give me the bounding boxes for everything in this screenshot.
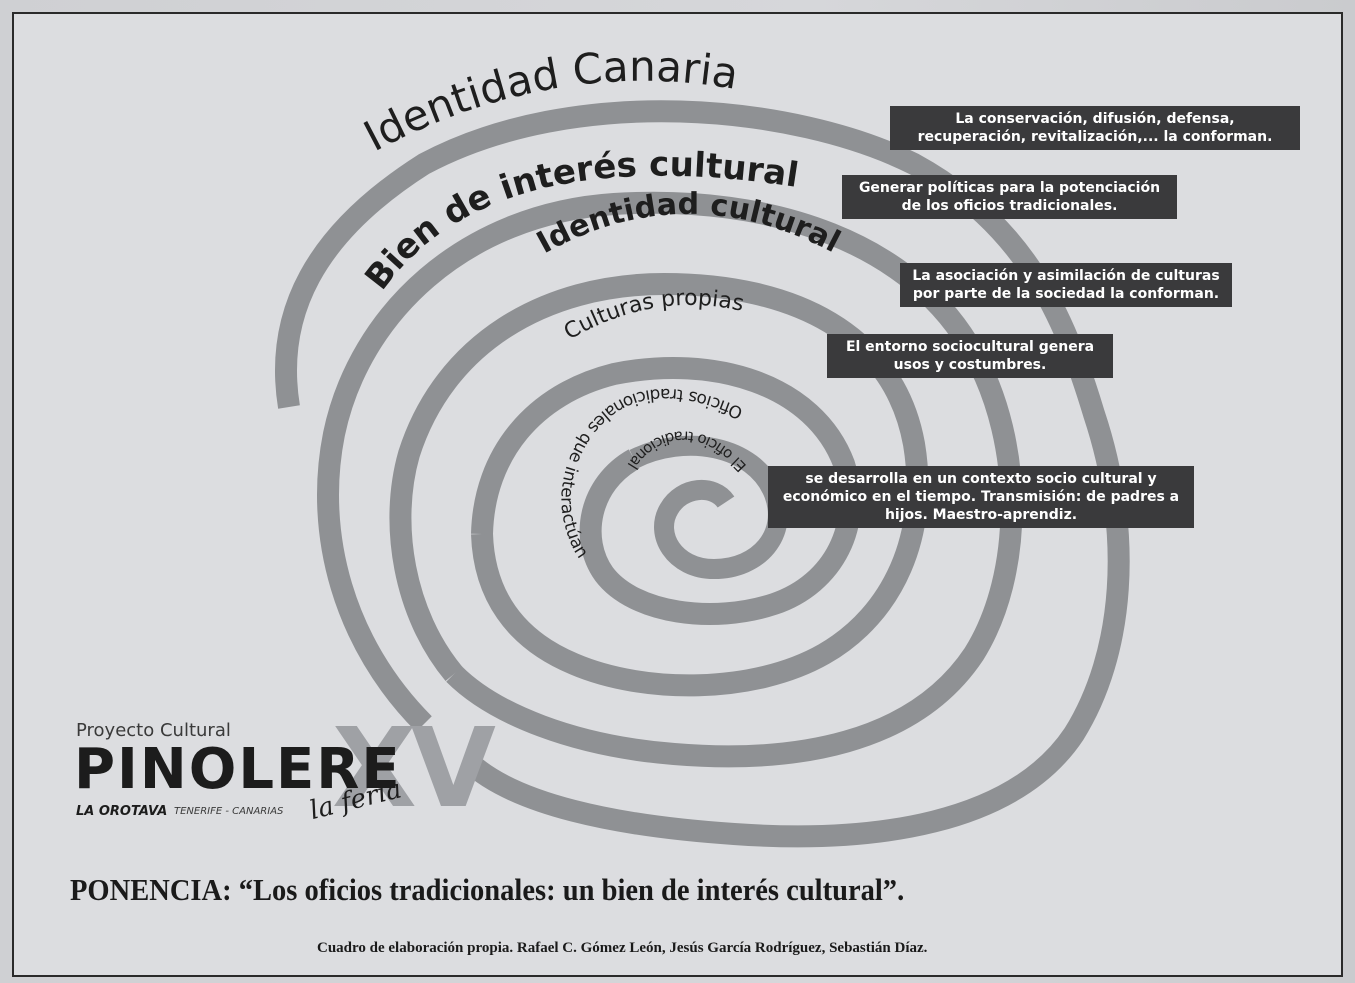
callout-oficio-tradicional: se desarrolla en un contexto socio cultu… — [768, 466, 1194, 528]
callout-identidad-cultural: La asociación y asimilación de culturas … — [900, 263, 1232, 307]
logo-place: LA OROTAVA — [76, 804, 168, 819]
callout-bien-interes-cultural: Generar políticas para la potenciación d… — [842, 175, 1177, 219]
callout-identidad-canaria: La conservación, difusión, defensa, recu… — [890, 106, 1300, 150]
callout-culturas-propias: El entorno sociocultural genera usos y c… — [827, 334, 1113, 378]
credit-caption: Cuadro de elaboración propia. Rafael C. … — [317, 940, 928, 956]
logo-region: TENERIFE - CANARIAS — [174, 806, 284, 817]
spiral-diagram: Identidad Canaria Bien de interés cultur… — [275, 42, 1130, 848]
spiral-ring-inner — [629, 435, 788, 580]
spiral-ring-outer — [275, 100, 1130, 848]
spiral-ring-3 — [389, 272, 929, 697]
figure-frame: Identidad Canaria Bien de interés cultur… — [12, 12, 1343, 977]
ponencia-title: PONENCIA: “Los oficios tradicionales: un… — [70, 872, 905, 907]
logo-pinolere: PINOLERE — [74, 737, 402, 802]
logo-project-label: Proyecto Cultural — [76, 720, 231, 741]
spiral-ring-2 — [317, 191, 1023, 768]
logo-edition-xv: XV — [332, 704, 496, 832]
